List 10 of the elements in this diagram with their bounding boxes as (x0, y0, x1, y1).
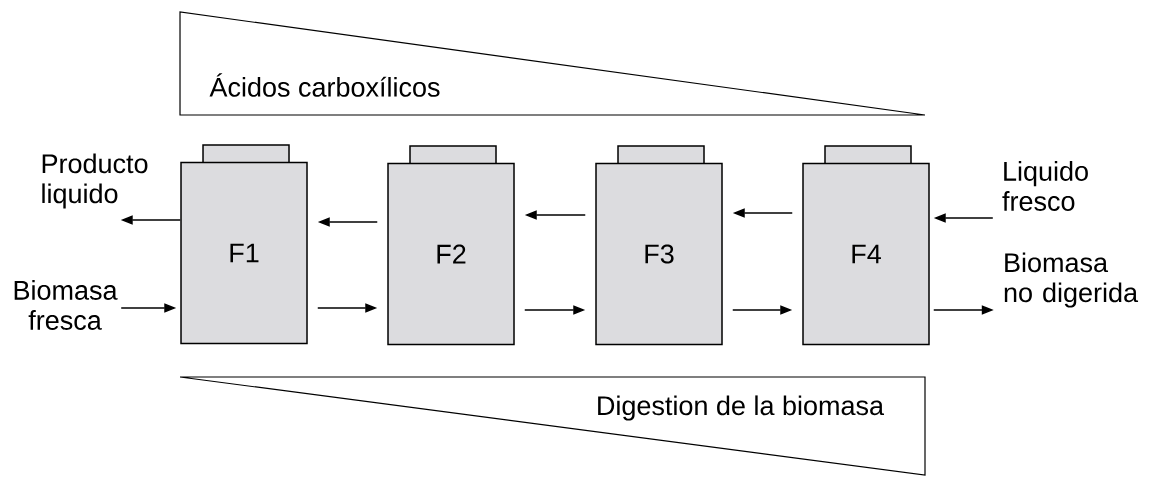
gradient-wedge: Digestion de la biomasa (179, 376, 926, 476)
stream-label: Biomasa no digerida (1004, 252, 1139, 308)
fermenter-tank: F2 (387, 145, 515, 346)
stream-label: Producto liquido (42, 153, 148, 209)
fermenter-tank: F4 (802, 145, 930, 346)
stream-label: Liquido fresco (1002, 161, 1088, 211)
stream-label: Biomasa fresca (14, 280, 118, 330)
fermenter-tank: F3 (595, 145, 723, 346)
gradient-wedge: Ácidos carboxílicos (179, 11, 926, 116)
fermenter-tank: F1 (180, 144, 308, 345)
